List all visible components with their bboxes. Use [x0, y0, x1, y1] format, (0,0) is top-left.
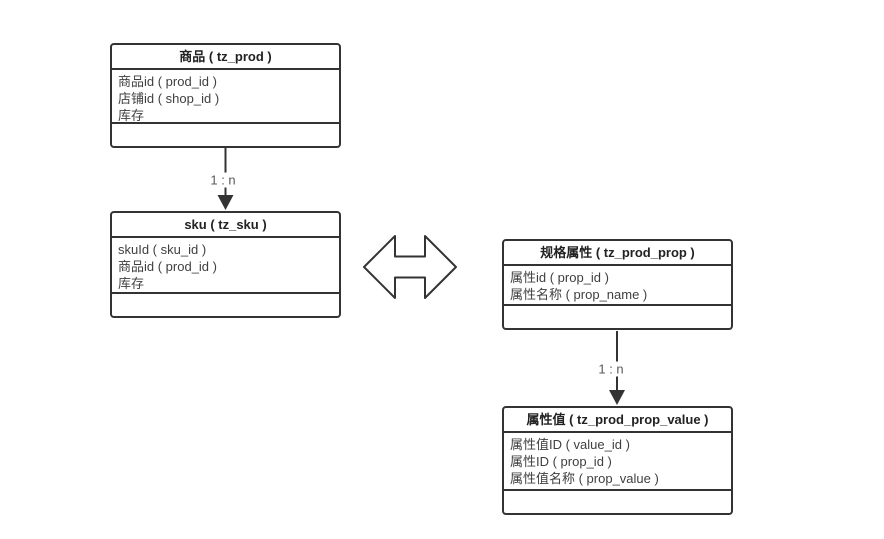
table-footer — [112, 292, 339, 316]
table-fields: 商品id ( prod_id ) 店铺id ( shop_id ) 库存 — [112, 70, 339, 122]
table-title: 商品 ( tz_prod ) — [112, 45, 339, 70]
entity-table-prod-prop: 规格属性 ( tz_prod_prop ) 属性id ( prop_id ) 属… — [502, 239, 733, 330]
table-fields: 属性值ID ( value_id ) 属性ID ( prop_id ) 属性值名… — [504, 433, 731, 489]
arrowhead-down-icon — [217, 195, 234, 210]
cardinality-label: 1 : n — [207, 172, 239, 188]
table-field: 商品id ( prod_id ) — [118, 259, 217, 274]
cardinality-label: 1 : n — [595, 361, 627, 377]
table-fields: 属性id ( prop_id ) 属性名称 ( prop_name ) — [504, 266, 731, 304]
entity-table-prod: 商品 ( tz_prod ) 商品id ( prod_id ) 店铺id ( s… — [110, 43, 341, 148]
table-field: 属性值名称 ( prop_value ) — [510, 471, 659, 486]
entity-table-sku: sku ( tz_sku ) skuId ( sku_id ) 商品id ( p… — [110, 211, 341, 318]
table-title: 属性值 ( tz_prod_prop_value ) — [504, 408, 731, 433]
table-footer — [504, 304, 731, 328]
table-field: 属性名称 ( prop_name ) — [510, 287, 648, 302]
table-field: 属性id ( prop_id ) — [510, 270, 609, 285]
table-field: 属性值ID ( value_id ) — [510, 437, 630, 452]
table-footer — [112, 122, 339, 146]
table-field: skuId ( sku_id ) — [118, 242, 207, 257]
table-field: 店铺id ( shop_id ) — [118, 91, 220, 106]
table-fields: skuId ( sku_id ) 商品id ( prod_id ) 库存 — [112, 238, 339, 292]
arrowhead-down-icon — [609, 390, 625, 405]
table-footer — [504, 489, 731, 513]
table-title: 规格属性 ( tz_prod_prop ) — [504, 241, 731, 266]
table-title: sku ( tz_sku ) — [112, 213, 339, 238]
table-field: 库存 — [118, 108, 145, 122]
table-field: 属性ID ( prop_id ) — [510, 454, 612, 469]
entity-table-prod-prop-value: 属性值 ( tz_prod_prop_value ) 属性值ID ( value… — [502, 406, 733, 515]
double-arrow-shape — [363, 235, 457, 299]
table-field: 库存 — [118, 276, 145, 291]
table-field: 商品id ( prod_id ) — [118, 74, 217, 89]
